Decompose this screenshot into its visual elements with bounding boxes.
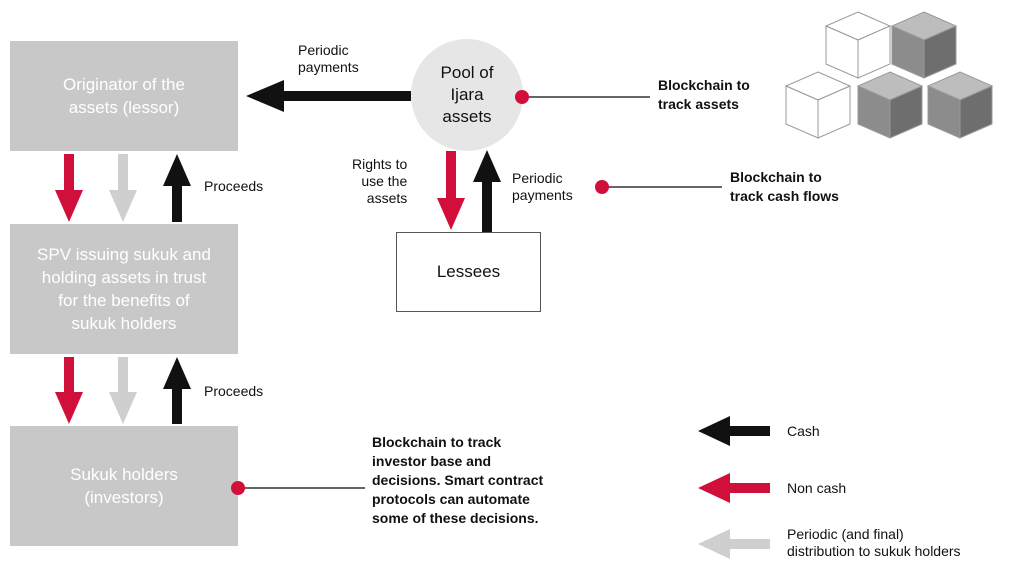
originator-box: Originator of the assets (lessor) xyxy=(10,41,238,151)
pool-label: Pool of Ijara assets xyxy=(440,63,494,126)
spv-label: SPV issuing sukuk and holding assets in … xyxy=(37,245,211,333)
legend-cash-arrow xyxy=(698,416,770,446)
arrow-originator-to-spv-noncash xyxy=(55,154,83,222)
connector-blockchain-cash-flows xyxy=(595,180,722,194)
legend-noncash-label: Non cash xyxy=(787,480,847,496)
arrow-holders-to-spv-proceeds xyxy=(163,357,191,424)
rights-to-use-label: Rights to use the assets xyxy=(352,156,408,206)
proceeds-top-label: Proceeds xyxy=(204,178,264,194)
sukuk-holders-label: Sukuk holders (investors) xyxy=(70,465,178,507)
arrow-pool-to-lessees-rights xyxy=(437,151,465,230)
connector-blockchain-assets xyxy=(515,90,650,104)
blockchain-cash-flows-label: Blockchain to track cash flows xyxy=(730,169,839,204)
connector-blockchain-investors xyxy=(231,481,365,495)
arrow-spv-to-holders-distribution xyxy=(109,357,137,424)
periodic-payments-lessees-label: Periodic payments xyxy=(512,170,573,203)
lessees-box: Lessees xyxy=(396,232,541,312)
spv-box: SPV issuing sukuk and holding assets in … xyxy=(10,224,238,354)
sukuk-holders-box: Sukuk holders (investors) xyxy=(10,426,238,546)
lessees-label: Lessees xyxy=(436,262,501,281)
arrow-originator-to-spv-distribution xyxy=(109,154,137,222)
blockchain-investors-label: Blockchain to track investor base and de… xyxy=(372,434,544,526)
arrow-lessees-to-pool-payments xyxy=(473,150,501,232)
blockchain-assets-label: Blockchain to track assets xyxy=(658,77,750,112)
legend-distribution-label: Periodic (and final) distribution to suk… xyxy=(787,526,961,559)
arrow-spv-to-originator-proceeds xyxy=(163,154,191,222)
legend-distribution-arrow xyxy=(698,529,770,559)
pool-of-ijara-assets-circle: Pool of Ijara assets xyxy=(411,39,523,151)
arrow-periodic-payments-to-originator xyxy=(246,80,411,112)
periodic-payments-top-label: Periodic payments xyxy=(298,42,359,75)
legend-noncash-arrow xyxy=(698,473,770,503)
legend-cash-label: Cash xyxy=(787,423,820,439)
originator-label: Originator of the assets (lessor) xyxy=(63,75,185,117)
arrow-spv-to-holders-noncash xyxy=(55,357,83,424)
stacked-cubes-icon xyxy=(784,11,994,139)
proceeds-bottom-label: Proceeds xyxy=(204,383,264,399)
